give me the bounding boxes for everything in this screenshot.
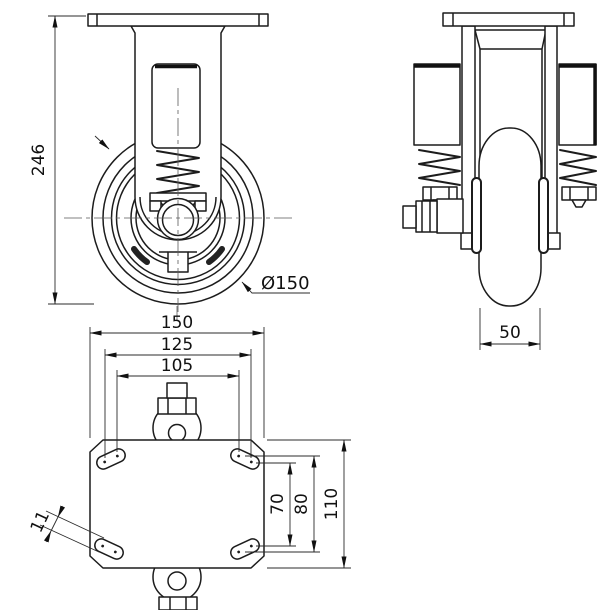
square-head-top: [166, 382, 188, 399]
dim-line-11: [50, 516, 59, 532]
slot-hole-mark: [101, 544, 105, 548]
rim-shading-left: [131, 246, 150, 265]
hub-bore-bottom: [167, 571, 187, 591]
axle-bolt-end: [402, 205, 417, 229]
slot-top-left: [96, 448, 126, 470]
slot-top-right: [230, 448, 260, 470]
bracket-block-right: [194, 200, 207, 212]
dim-wheel-diameter: Ø150: [241, 273, 310, 294]
ext-line: [39, 524, 100, 553]
slot-hole-mark: [115, 454, 119, 458]
spring-housing-left: [413, 63, 461, 146]
dim-bolt-height-outer: 80: [245, 455, 320, 553]
side-spring-right: [559, 149, 597, 186]
slot-hole-mark: [113, 550, 117, 554]
spring-bolt-right: [561, 186, 597, 208]
side-view: 50: [402, 12, 597, 350]
dim-arrow: [57, 505, 66, 518]
dim-label-wheel-width: 50: [499, 323, 521, 343]
dim-wheel-width: 50: [479, 308, 541, 350]
slot-bottom-right: [230, 538, 260, 560]
slot-hole-mark: [249, 460, 253, 464]
plate-view: 150 125 105 70 80: [27, 306, 351, 610]
dim-bolt-width-inner: 105: [116, 356, 240, 452]
bolt-head: [561, 186, 597, 201]
dim-bolt-height-inner: 70: [256, 462, 296, 547]
axle-bolt-side: [402, 198, 464, 234]
slot-bottom-left: [94, 538, 124, 560]
dim-label-slot-width: 11: [27, 508, 54, 536]
main-spring-front: [156, 150, 200, 194]
bolt-tip: [571, 199, 587, 208]
dim-label-bolt-width-outer: 125: [161, 335, 193, 355]
slot-outline: [230, 538, 260, 560]
slot-hole-mark: [103, 460, 107, 464]
mounting-plate: [89, 439, 265, 569]
dim-label-plate-depth: 110: [322, 488, 342, 520]
tread-leader-arrow: [94, 135, 110, 150]
dim-bolt-width-outer: 125: [104, 335, 252, 458]
bracket-block-left: [149, 200, 162, 212]
wheel-side-profile: [478, 127, 542, 307]
slot-outline: [230, 448, 260, 470]
slot-outline: [96, 448, 126, 470]
side-spring-left: [418, 149, 461, 186]
front-view: 246 Ø150: [29, 13, 310, 312]
dim-label-plate-width: 150: [161, 313, 193, 333]
top-plate-side: [442, 12, 575, 27]
hub-boss-right: [538, 177, 549, 254]
slot-hole-mark: [237, 550, 241, 554]
slot-outline: [94, 538, 124, 560]
slot-hole-mark: [237, 454, 241, 458]
neck-slant-left: [474, 29, 481, 50]
spring-housing-right: [558, 63, 597, 146]
top-plate-front: [87, 13, 269, 27]
spring-slider-block: [151, 63, 201, 149]
axle-nut: [415, 200, 438, 233]
dim-label-overall-height: 246: [29, 144, 49, 176]
dim-plate-depth: 110: [267, 439, 351, 569]
slot-hole-mark: [249, 544, 253, 548]
hex-nut-top: [157, 397, 197, 415]
bolt-head: [422, 186, 458, 201]
axle-boss-body: [436, 198, 464, 234]
hub-boss-left: [471, 177, 482, 254]
dim-arrow: [43, 530, 52, 543]
dim-label-wheel-diameter: Ø150: [261, 273, 310, 294]
hex-nut-bottom: [158, 596, 198, 610]
ext-line: [45, 510, 105, 539]
dim-label-bolt-height-inner: 70: [268, 493, 288, 515]
dim-label-bolt-width-inner: 105: [161, 356, 193, 376]
rim-shading-right: [206, 246, 225, 265]
dim-overall-height: 246: [29, 15, 94, 305]
dim-label-bolt-height-outer: 80: [292, 493, 312, 515]
leader-line-d150: [241, 281, 310, 294]
dim-plate-width: 150: [89, 313, 265, 438]
